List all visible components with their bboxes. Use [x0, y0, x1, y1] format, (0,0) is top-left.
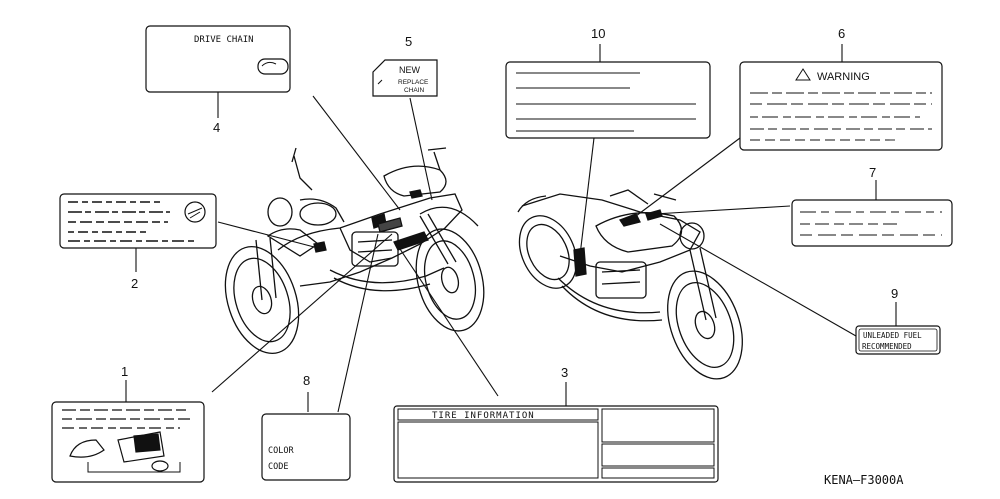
label-new-replace-chain: NEW REPLACE CHAIN: [372, 59, 438, 97]
diagram-id: KENA–F3000A: [824, 473, 904, 487]
part-number-8: 8: [303, 373, 310, 388]
part-number-9: 9: [891, 286, 898, 301]
label-color-code: COLOR CODE: [261, 413, 351, 481]
label-tire-information: TIRE INFORMATION: [393, 405, 719, 483]
part-number-5: 5: [405, 34, 412, 49]
label-unleaded-fuel: UNLEADED FUEL RECOMMENDED: [855, 325, 941, 355]
leader-lines: [125, 44, 897, 413]
part-number-4: 4: [213, 120, 220, 135]
motorcycle-right-illustration: [517, 189, 743, 380]
wing-logo-icon: [184, 201, 206, 223]
tire-information-text: TIRE INFORMATION: [432, 411, 535, 421]
label-drive-chain: DRIVE CHAIN: [145, 25, 291, 93]
part-number-1: 1: [121, 364, 128, 379]
drive-chain-text: DRIVE CHAIN: [194, 35, 254, 45]
replace-text: REPLACE: [398, 79, 429, 86]
label-10: [505, 61, 711, 139]
code-text: CODE: [268, 462, 288, 472]
recommended-text: RECOMMENDED: [862, 342, 912, 351]
color-text: COLOR: [268, 446, 294, 456]
part-number-6: 6: [838, 26, 845, 41]
part-number-10: 10: [591, 26, 605, 41]
motorcycle-left-illustration: [224, 147, 485, 355]
chain-text: CHAIN: [404, 87, 425, 94]
warning-text: WARNING: [817, 71, 870, 83]
unleaded-fuel-text: UNLEADED FUEL: [863, 331, 922, 340]
part-number-3: 3: [561, 365, 568, 380]
part-number-7: 7: [869, 165, 876, 180]
new-text: NEW: [399, 65, 421, 75]
label-2: [59, 193, 217, 249]
label-1: [51, 401, 205, 483]
label-7: [791, 199, 953, 247]
part-number-2: 2: [131, 276, 138, 291]
label-warning: WARNING: [739, 61, 943, 151]
